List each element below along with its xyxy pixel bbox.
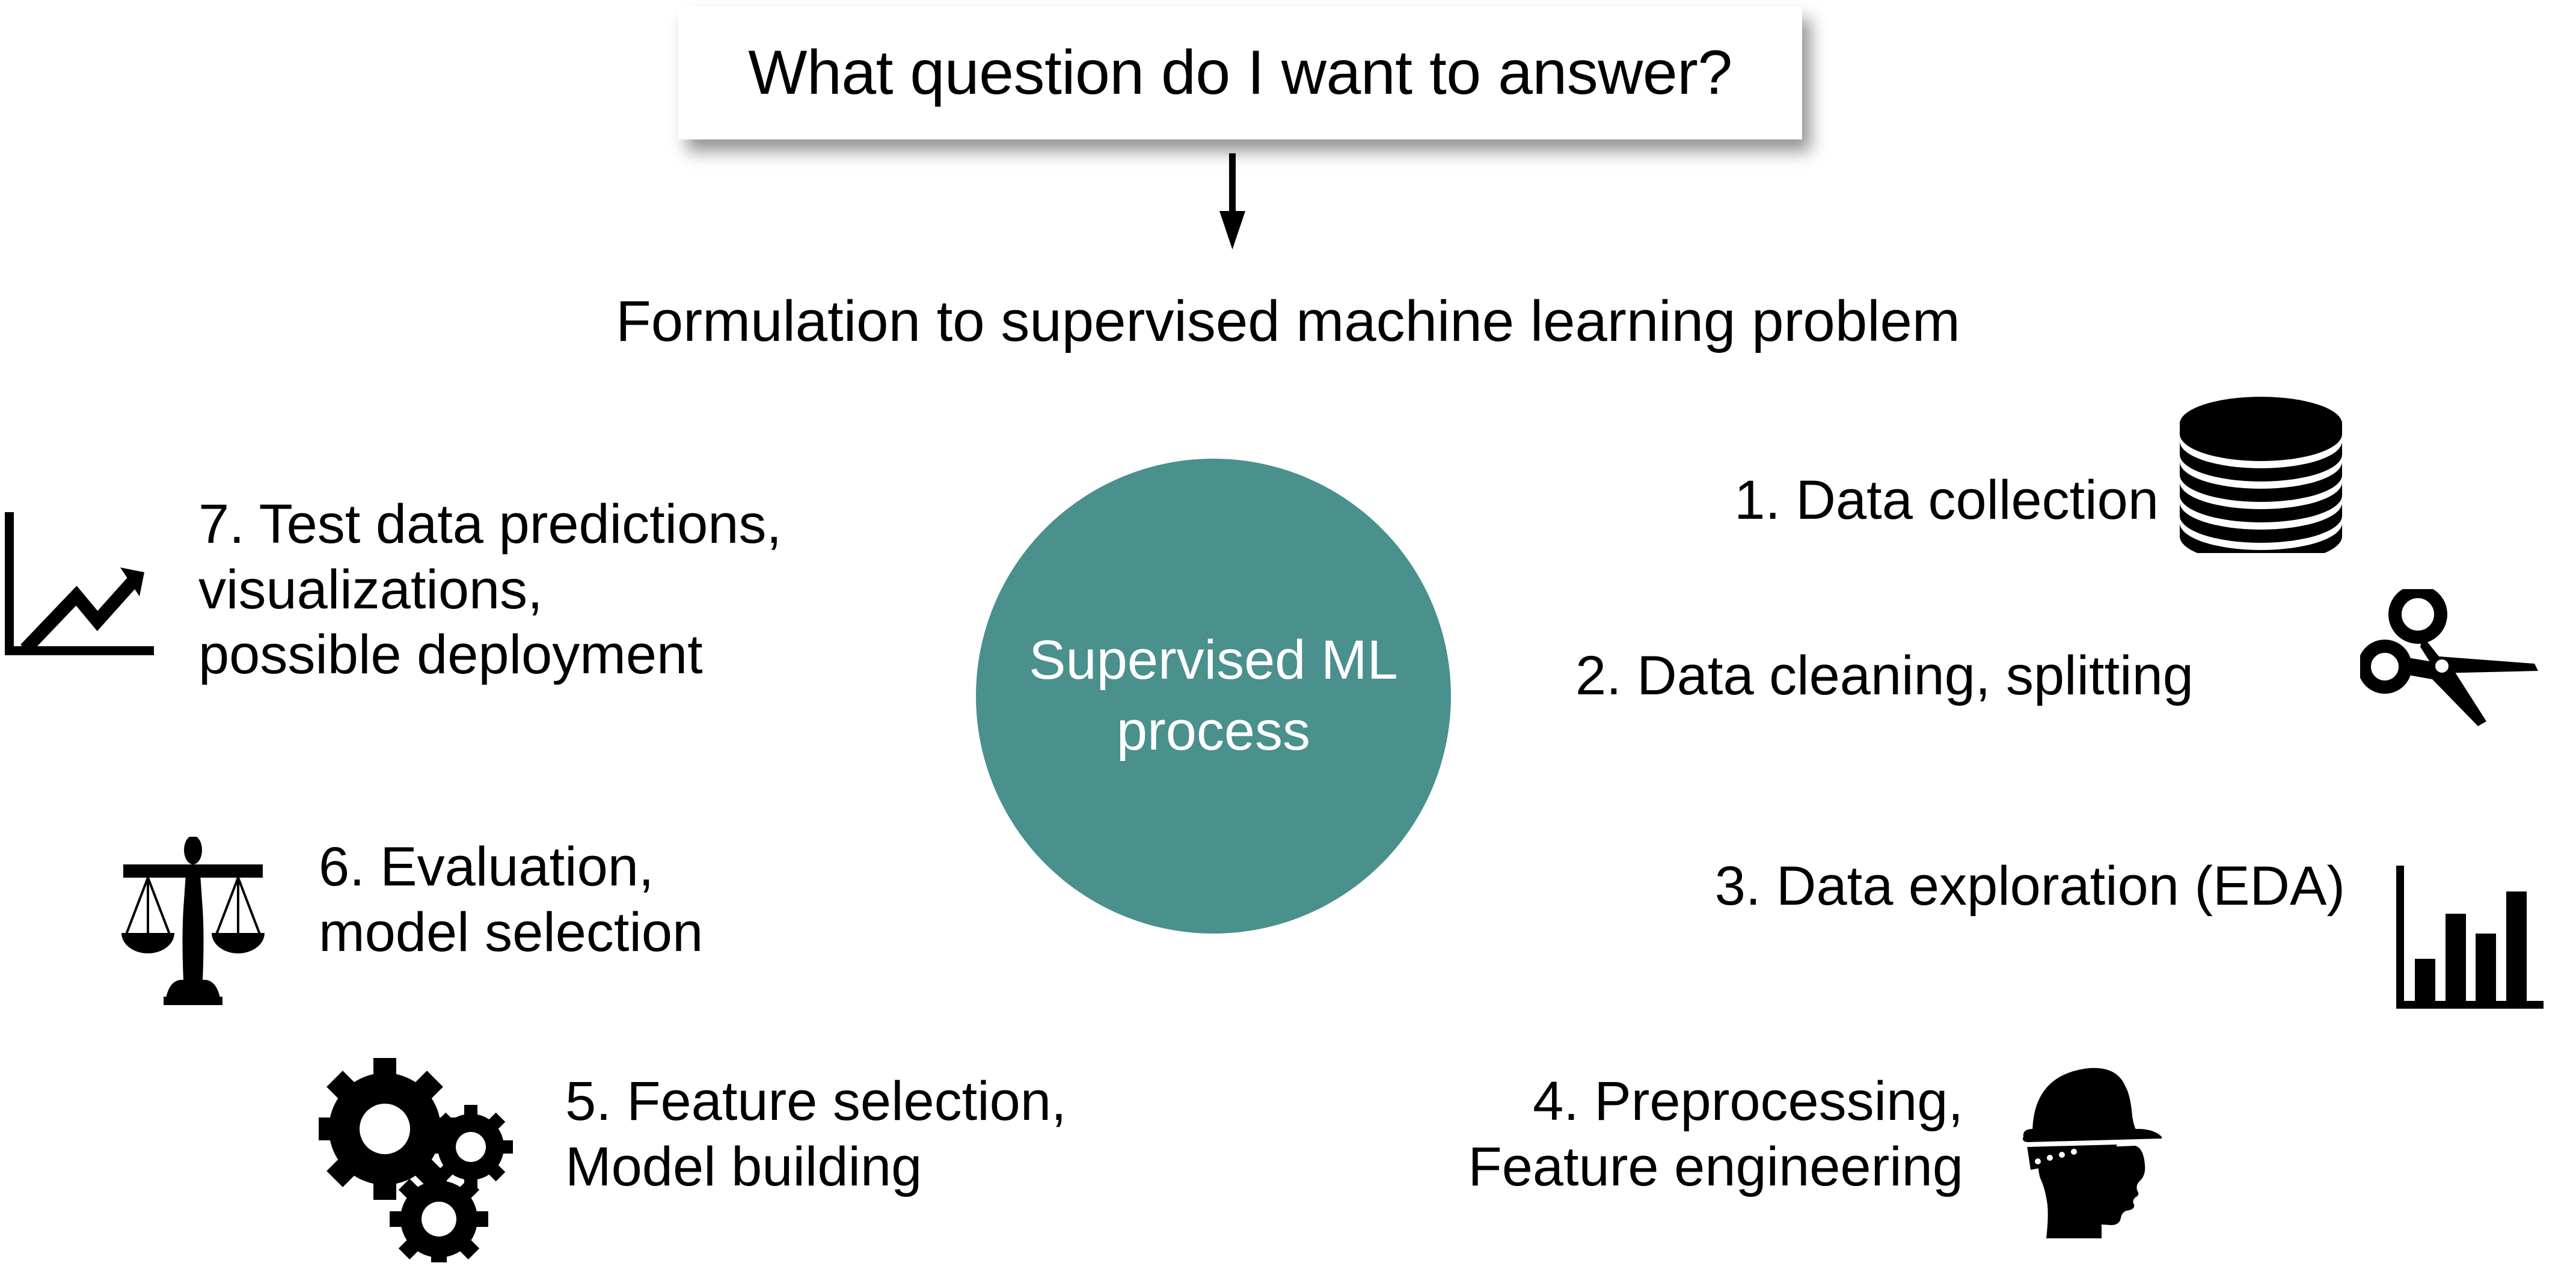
database-stack-icon bbox=[2180, 397, 2342, 563]
step-label-4: 4. Preprocessing, Feature engineering bbox=[1468, 1071, 1963, 1197]
bar-chart-icon bbox=[2396, 866, 2544, 1019]
hardhat-worker-icon bbox=[2011, 1058, 2192, 1256]
step-label-1: 1. Data collection bbox=[1734, 469, 2159, 531]
question-title-card: What question do I want to answer? bbox=[678, 7, 1802, 139]
step-label-7: 7. Test data predictions, visualizations… bbox=[198, 494, 782, 686]
subtitle-text: Formulation to supervised machine learni… bbox=[616, 289, 1960, 353]
balance-scales-icon bbox=[114, 836, 272, 1005]
center-circle-label: Supervised ML process bbox=[1029, 629, 1398, 762]
gears-icon bbox=[314, 1058, 517, 1268]
center-process-circle: Supervised ML process bbox=[976, 459, 1451, 934]
step-label-2: 2. Data cleaning, splitting bbox=[1575, 645, 2194, 706]
scissors-icon bbox=[2358, 585, 2541, 739]
trend-line-chart-icon bbox=[2, 510, 162, 669]
down-arrow-icon bbox=[1197, 153, 1269, 249]
step-label-3: 3. Data exploration (EDA) bbox=[1714, 855, 2345, 917]
step-label-6: 6. Evaluation, model selection bbox=[319, 836, 704, 963]
step-label-5: 5. Feature selection, Model building bbox=[565, 1071, 1067, 1197]
page-title: What question do I want to answer? bbox=[748, 38, 1732, 108]
